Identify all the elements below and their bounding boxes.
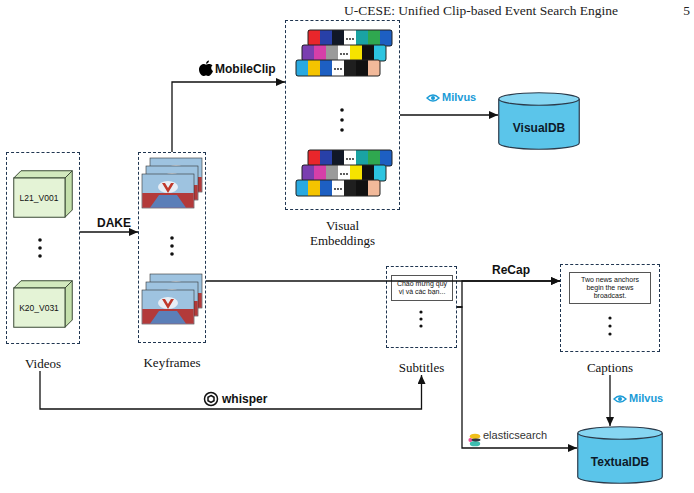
flow-arrow: [457, 281, 560, 307]
es-bottom: [470, 441, 480, 446]
text-box: Chào mừng quý vị và các bạn...: [391, 275, 453, 301]
ellipsis-dot: [340, 108, 344, 112]
ellipsis-dot: [419, 324, 422, 327]
database-name: TextualDB: [577, 440, 663, 484]
heading-text: Visual Embeddings: [304, 218, 382, 248]
video-cube: K20_V031: [13, 280, 73, 328]
database-cylinder: TextualDB: [577, 426, 663, 484]
vertical-ellipsis: [170, 236, 174, 256]
cube-top: [14, 281, 73, 288]
cylinder-top: [578, 427, 663, 440]
milvus-pupil: [431, 96, 435, 100]
embedding-row: [302, 165, 386, 181]
embedding-row: [296, 180, 380, 196]
cube-front: [14, 178, 65, 217]
embedding-row: [308, 30, 392, 46]
vertical-ellipsis: [340, 108, 344, 132]
apple-logo: [199, 61, 213, 77]
ellipsis-dot: [608, 316, 611, 319]
ellipsis-dot: [38, 246, 42, 250]
vertical-ellipsis: [38, 238, 42, 258]
group-heading: Videos: [6, 356, 80, 371]
ellipsis-dot: [38, 238, 42, 242]
ellipsis-dot: [170, 252, 174, 256]
ellipsis-dot: [38, 254, 42, 258]
ellipsis-dot: [340, 118, 344, 122]
video-id: L21_V001: [13, 178, 65, 218]
flow-arrow: [400, 114, 498, 115]
milvus-pupil: [618, 397, 622, 401]
embedding-row: [308, 150, 392, 166]
database-cylinder: VisualDB: [498, 92, 580, 150]
cube-side: [65, 281, 72, 328]
es-top: [470, 434, 480, 439]
keyframe-thumbnail: [142, 174, 194, 208]
group-heading: Captions: [560, 360, 660, 375]
dashed-frame: [138, 152, 206, 343]
milvus-eye: [614, 396, 626, 402]
ellipsis-dot: [419, 317, 422, 320]
dashed-group-box: Visual Embeddings: [285, 20, 400, 248]
milvus-eye: [427, 95, 439, 101]
openai-ring: [205, 393, 218, 406]
store-label: Milvus: [629, 392, 663, 404]
milvus-logo: [614, 396, 626, 402]
group-heading: Subtitles: [386, 360, 457, 375]
openai-knot: [208, 396, 214, 403]
ellipsis-dot: [340, 128, 344, 132]
model-label: ReCap: [492, 263, 530, 277]
elasticsearch-logo: [468, 434, 480, 447]
dashed-group-box: Keyframes: [138, 152, 206, 370]
store-label: Milvus: [442, 91, 476, 103]
video-id: K20_V031: [13, 288, 65, 328]
flow-arrow: [609, 375, 610, 426]
ellipsis-dot: [608, 332, 611, 335]
heading-text: Captions: [560, 360, 660, 375]
flow-arrow: [172, 82, 285, 152]
openai-logo: [205, 393, 218, 406]
embedding-row: [296, 60, 380, 76]
cube-side: [65, 171, 72, 218]
flow-arrow: [457, 307, 577, 448]
dashed-group-box: Videos L21_V001K20_V031: [6, 152, 80, 371]
embedding-row: [302, 45, 386, 61]
flow-arrow: [40, 371, 422, 409]
video-cube: L21_V001: [13, 170, 73, 218]
milvus-logo: [427, 95, 439, 101]
heading-text: Videos: [6, 356, 80, 371]
keyframe-thumbnail: [142, 290, 194, 324]
heading-text: Subtitles: [386, 360, 457, 375]
box-text: Chào mừng quý vị và các bạn...: [394, 280, 450, 297]
ellipsis-dot: [419, 310, 422, 313]
vertical-ellipsis: [608, 316, 611, 335]
heading-text: Keyframes: [138, 355, 206, 370]
model-label: MobileClip: [215, 62, 276, 76]
dashed-frame: [285, 20, 400, 210]
cube-top: [14, 171, 73, 178]
cylinder-body: [499, 99, 580, 149]
page-number: 5: [674, 3, 690, 19]
running-header: U-CESE: Unified Clip-based Event Search …: [330, 3, 618, 19]
dashed-group-box: Subtitles Chào mừng quý vị và các bạn...: [386, 266, 457, 375]
group-heading: Visual Embeddings: [304, 218, 382, 248]
box-text: Two news anchors begin the news broadcas…: [572, 276, 648, 301]
ellipsis-dot: [608, 324, 611, 327]
ellipsis-dot: [170, 236, 174, 240]
ellipsis-dot: [170, 244, 174, 248]
process-label: DAKE: [97, 216, 131, 230]
dashed-group-box: Captions Two news anchors begin the news …: [560, 264, 660, 375]
flow-arrow: [80, 231, 138, 232]
store-label: elasticsearch: [483, 429, 547, 441]
text-box: Two news anchors begin the news broadcas…: [569, 272, 651, 304]
cylinder-top: [499, 93, 580, 106]
vertical-ellipsis: [419, 310, 422, 327]
group-heading: Keyframes: [138, 355, 206, 370]
database-name: VisualDB: [498, 106, 580, 150]
cube-front: [14, 288, 65, 327]
es-center: [472, 439, 481, 442]
model-label: whisper: [222, 392, 267, 406]
flow-arrow: [206, 280, 560, 281]
cylinder-body: [578, 433, 663, 483]
